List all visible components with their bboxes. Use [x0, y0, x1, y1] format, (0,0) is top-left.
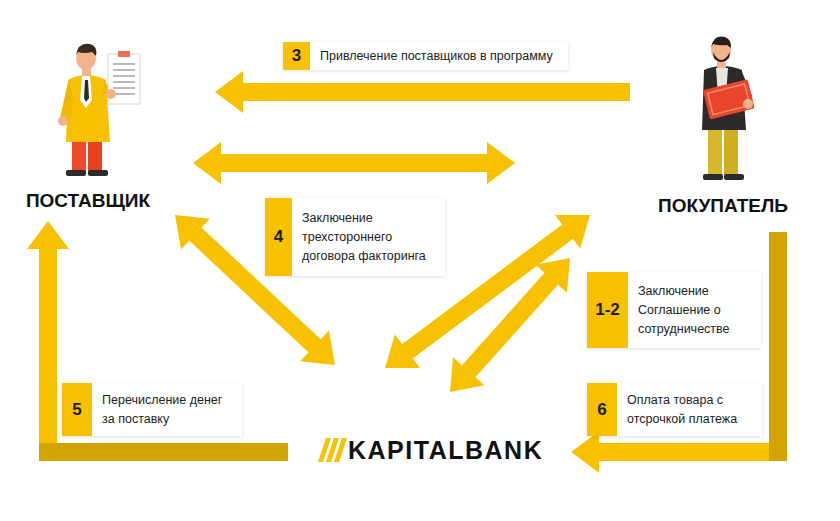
step-text: Перечисление денег за поставку [92, 383, 242, 436]
step-text: Оплата товара с отсрочкой платежа [617, 383, 762, 436]
drawing-part [708, 126, 722, 176]
drawing-part [88, 138, 102, 172]
drawing-part [708, 84, 750, 115]
drawing-part [334, 438, 347, 462]
arrow-head [193, 142, 221, 184]
drawing-part [703, 174, 723, 180]
arrow-shaft [48, 248, 288, 452]
arrow-shade [769, 232, 787, 461]
drawing-part [703, 79, 755, 119]
bank-name: KAPITALBANK [348, 432, 543, 468]
drawing-part [113, 81, 135, 83]
buyer-node: ПОКУПАТЕЛЬ [648, 38, 798, 218]
step-callout: 5Перечисление денег за поставку [62, 383, 242, 436]
arrow-shade [39, 443, 288, 461]
step-callout: 4Заключение трехстороннего договора факт… [265, 198, 445, 276]
arrow-head [536, 258, 570, 293]
drawing-part [88, 170, 108, 176]
drawing-part [113, 63, 135, 65]
drawing-part [703, 79, 755, 119]
callout-number: 4 [265, 198, 292, 276]
bank-logo-mark [318, 438, 347, 462]
role-title: ПОСТАВЩИК [26, 189, 150, 213]
drawing-part [106, 89, 116, 99]
arrow-head [487, 142, 515, 184]
supplier-node: ПОСТАВЩИК [18, 38, 158, 213]
drawing-part [713, 52, 730, 62]
arrow-head [571, 431, 599, 473]
flow-arrow [215, 71, 630, 113]
arrow-head [300, 331, 335, 365]
drawing-part [113, 93, 135, 95]
drawing-part [80, 76, 92, 108]
flow-arrow [193, 142, 515, 184]
drawing-part [724, 126, 738, 176]
step-text: Заключение Соглашение о сотрудничестве [628, 272, 761, 348]
drawing-part [84, 80, 89, 102]
flow-arrow [27, 221, 288, 452]
drawing-part [72, 138, 86, 172]
drawing-part [118, 51, 130, 57]
arrow-head [450, 357, 484, 392]
arrow-head [555, 215, 590, 249]
drawing-part [711, 36, 731, 48]
drawing-part [60, 82, 74, 122]
step-callout: 3Привлечение поставщиков в программу [283, 42, 568, 70]
drawing-part [76, 44, 96, 56]
drawing-part [113, 69, 135, 71]
buyer-figure [702, 36, 755, 180]
flow-arrow [571, 232, 778, 473]
supplier-figure [58, 44, 140, 176]
arrow-head [385, 334, 420, 368]
step-callout: 1-2Заключение Соглашение о сотрудничеств… [587, 272, 761, 348]
callout-number: 5 [62, 383, 92, 436]
step-text: Заключение трехстороннего договора факто… [292, 198, 445, 276]
bank-logo-node: KAPITALBANK [312, 432, 543, 468]
arrow-shaft [468, 278, 552, 372]
drawing-part [113, 75, 135, 77]
drawing-part [743, 99, 753, 109]
arrow-shaft [242, 83, 630, 101]
step-callout: 6Оплата товара с отсрочкой платежа [587, 383, 762, 436]
callout-number: 1-2 [587, 272, 628, 348]
arrow-head [27, 221, 69, 249]
arrow-head [215, 71, 243, 113]
drawing-part [724, 174, 744, 180]
callout-number: 6 [587, 383, 617, 436]
drawing-part [66, 170, 86, 176]
flow-arrow [450, 258, 570, 392]
drawing-part [113, 87, 135, 89]
drawing-part [113, 64, 135, 94]
step-text: Привлечение поставщиков в программу [310, 42, 568, 70]
callout-number: 3 [283, 42, 310, 70]
drawing-part [58, 116, 68, 126]
role-title: ПОКУПАТЕЛЬ [658, 194, 788, 218]
arrow-head [175, 215, 210, 249]
arrow-shaft [220, 154, 488, 172]
